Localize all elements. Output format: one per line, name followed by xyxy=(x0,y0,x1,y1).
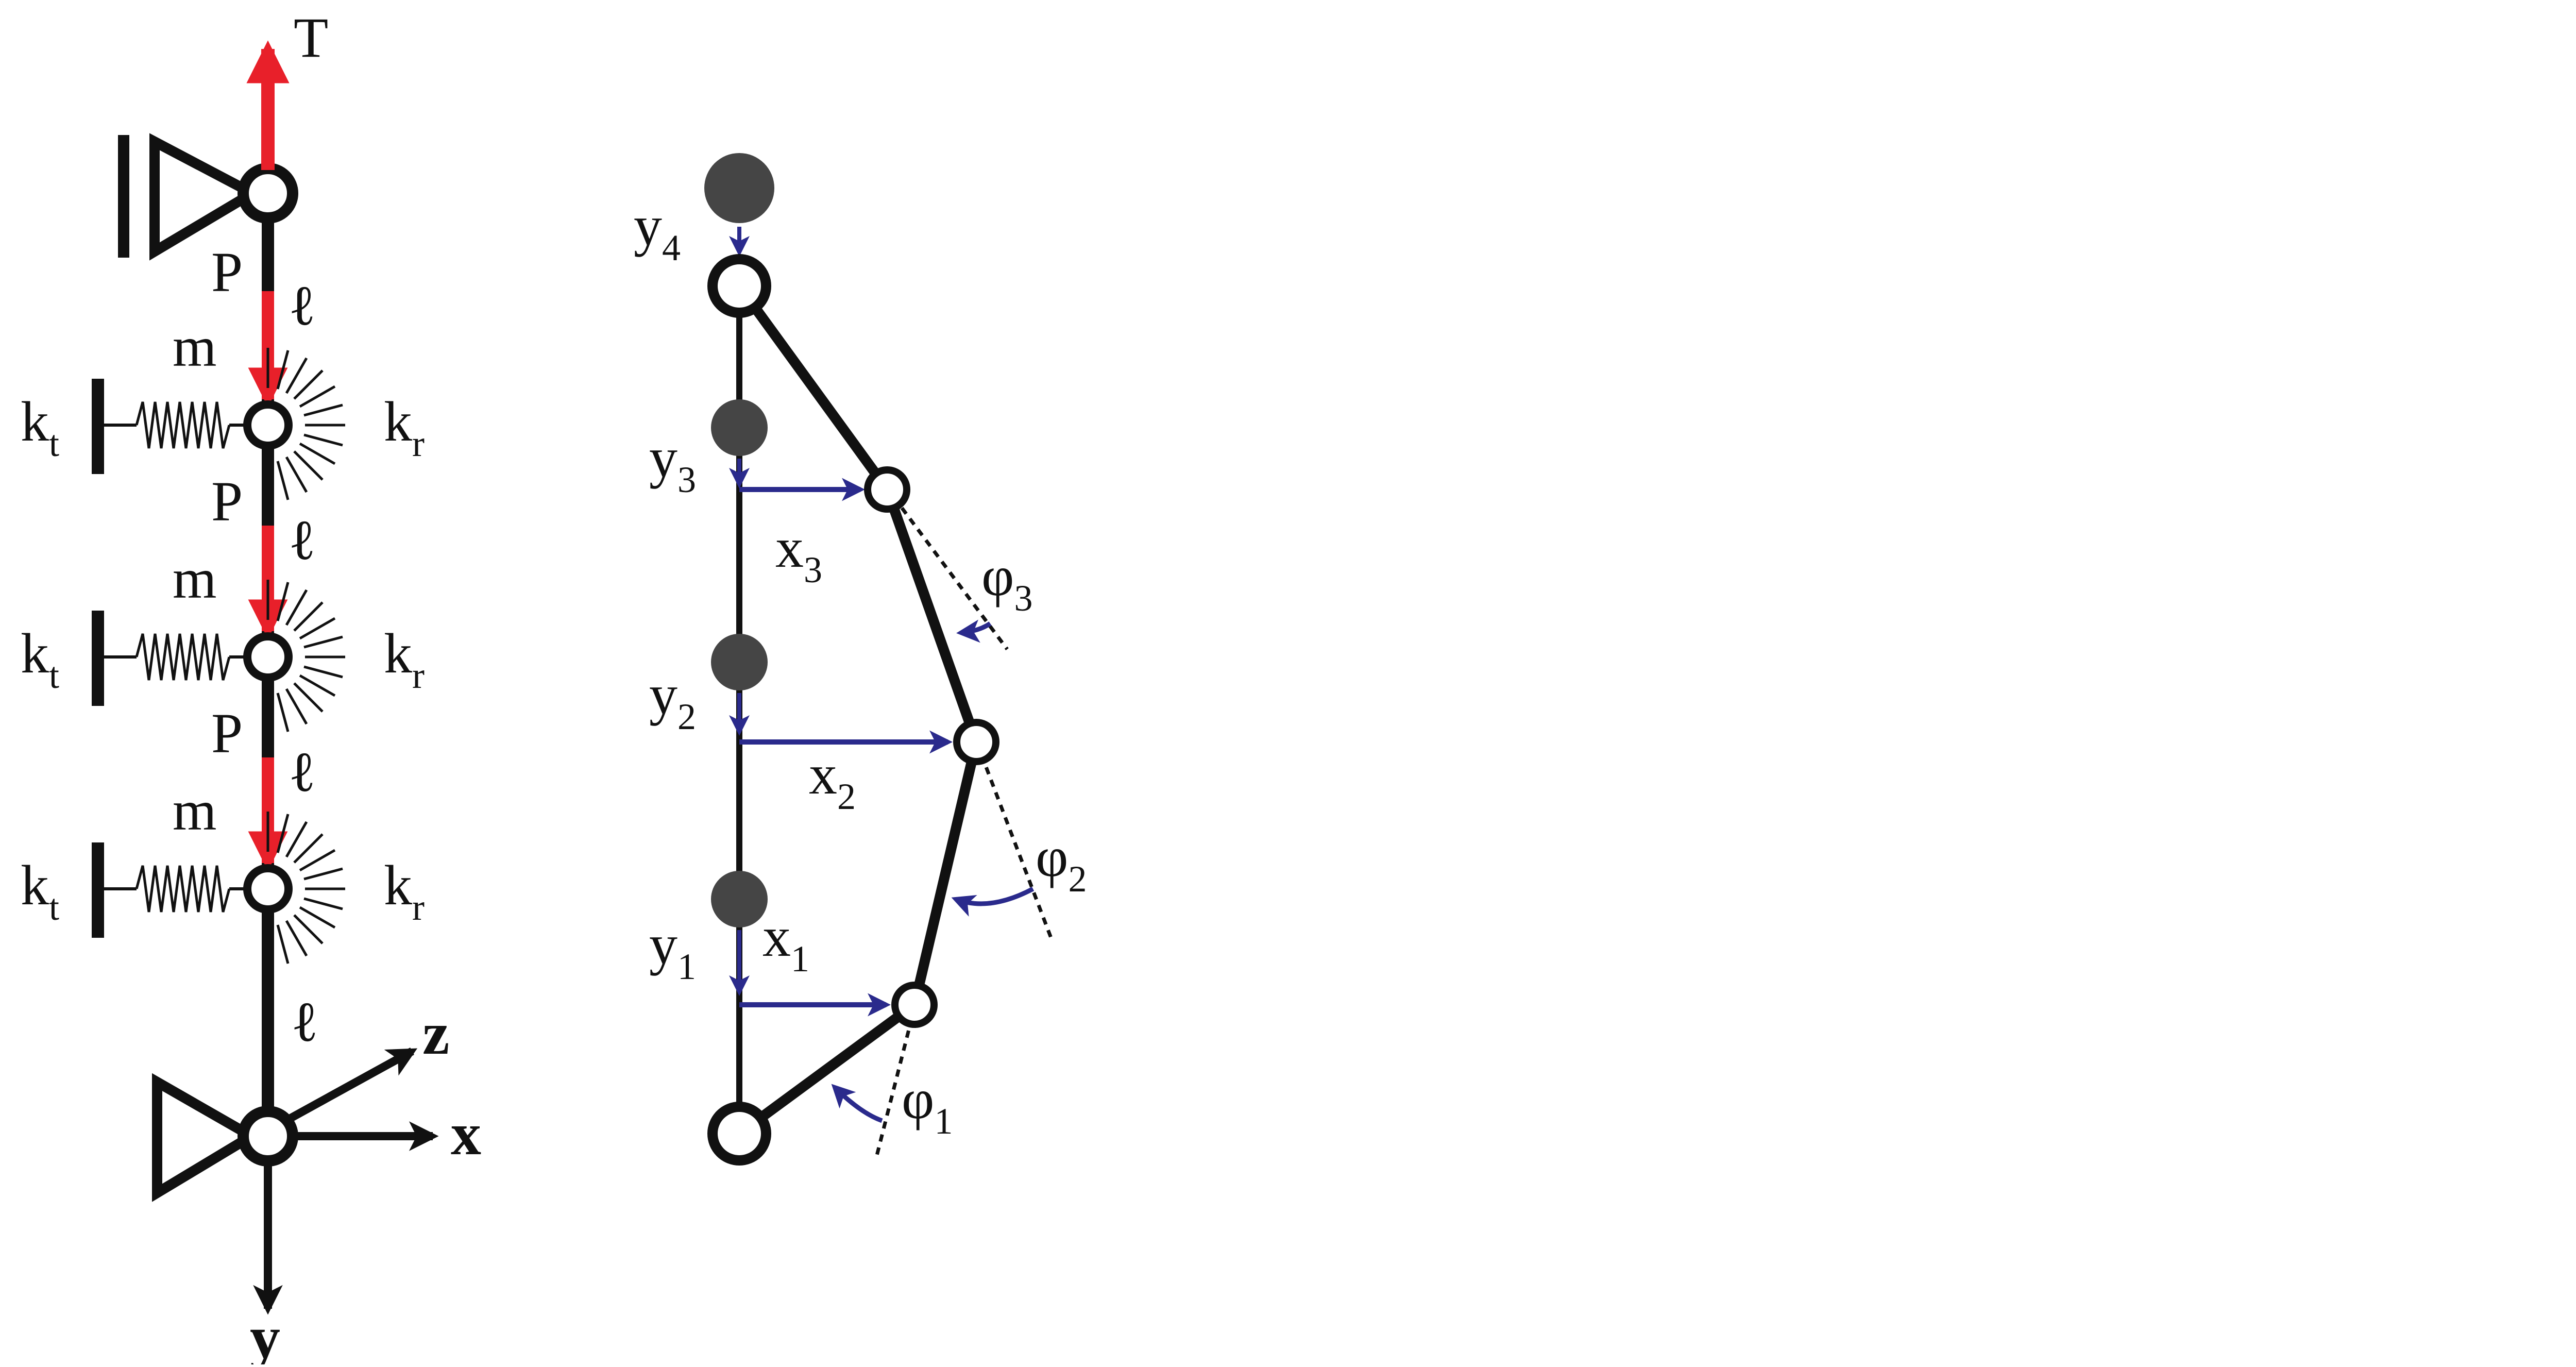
phi2-arc xyxy=(951,887,1035,917)
translational-spring-1 xyxy=(135,401,231,449)
phi3-arc xyxy=(956,619,992,643)
node-3-hinge xyxy=(243,864,293,914)
spring-wall-3 xyxy=(92,842,104,938)
phi1-reference-line xyxy=(874,1017,914,1160)
mass-label-3: m xyxy=(173,779,217,842)
node-2-hinge xyxy=(243,632,293,682)
rotational-spring-label-3: kr xyxy=(384,854,425,928)
y1-label: y1 xyxy=(649,913,696,987)
mass-label-1: m xyxy=(173,315,217,378)
load-label-1: P xyxy=(211,241,243,303)
phi1-label: φ1 xyxy=(902,1068,953,1142)
mass-point-2 xyxy=(711,634,768,690)
rotational-spring-3 xyxy=(266,812,345,966)
x-axis-label: x xyxy=(451,1100,481,1168)
translational-spring-label-1: kt xyxy=(21,390,59,464)
rotational-spring-1 xyxy=(266,348,345,502)
mass-node-2: P ℓ m xyxy=(21,470,425,734)
x2-label: x2 xyxy=(809,743,856,817)
z-axis-label: z xyxy=(422,1000,449,1067)
mass-node-1: P ℓ m xyxy=(21,241,425,502)
phi3-reference-line xyxy=(892,496,1009,651)
phi2-reference-line xyxy=(979,754,1053,939)
mass-node-3: P ℓ m xyxy=(21,702,425,966)
mass-point-4 xyxy=(704,153,774,223)
length-label-1: ℓ xyxy=(289,274,316,337)
right-node-2 xyxy=(953,719,999,765)
rotational-spring-2 xyxy=(266,580,345,734)
right-top-hinge xyxy=(707,254,771,318)
translational-spring-2 xyxy=(135,633,231,681)
load-label-2: P xyxy=(211,470,243,533)
y4-label: y4 xyxy=(634,194,681,268)
y3-label: y3 xyxy=(649,426,696,500)
y-axis-label: y xyxy=(250,1304,280,1364)
right-deformed-chain: y4 y3 y2 y1 x3 x2 x1 φ3 φ2 φ1 xyxy=(634,153,1087,1166)
phi1-arc xyxy=(831,1084,883,1123)
right-node-3 xyxy=(864,466,910,513)
right-node-1 xyxy=(891,982,938,1028)
load-label-3: P xyxy=(211,702,243,765)
left-chain-model: T x y z ℓ P ℓ m xyxy=(21,6,481,1367)
phi3-label: φ3 xyxy=(981,545,1033,619)
z-axis-arrow xyxy=(284,1047,418,1125)
node-1-hinge xyxy=(243,400,293,450)
tension-label: T xyxy=(294,6,328,69)
x3-label: x3 xyxy=(775,516,822,590)
spring-wall-2 xyxy=(92,611,104,706)
length-label-4: ℓ xyxy=(291,990,318,1053)
translational-spring-label-2: kt xyxy=(21,622,59,696)
mass-point-3 xyxy=(711,399,768,456)
translational-spring-3 xyxy=(135,865,231,913)
length-label-2: ℓ xyxy=(289,509,316,571)
x1-label: x1 xyxy=(762,905,809,980)
right-bottom-hinge xyxy=(707,1102,771,1166)
rotational-spring-label-2: kr xyxy=(384,622,425,696)
length-label-3: ℓ xyxy=(289,740,316,803)
mass-point-1 xyxy=(711,871,768,927)
spring-wall-1 xyxy=(92,379,104,474)
translational-spring-label-3: kt xyxy=(21,854,59,928)
mass-label-2: m xyxy=(173,547,217,610)
y2-label: y2 xyxy=(649,663,696,737)
rotational-spring-label-1: kr xyxy=(384,390,425,464)
coordinate-axes: x y z xyxy=(250,1000,481,1367)
phi2-label: φ2 xyxy=(1036,825,1087,900)
